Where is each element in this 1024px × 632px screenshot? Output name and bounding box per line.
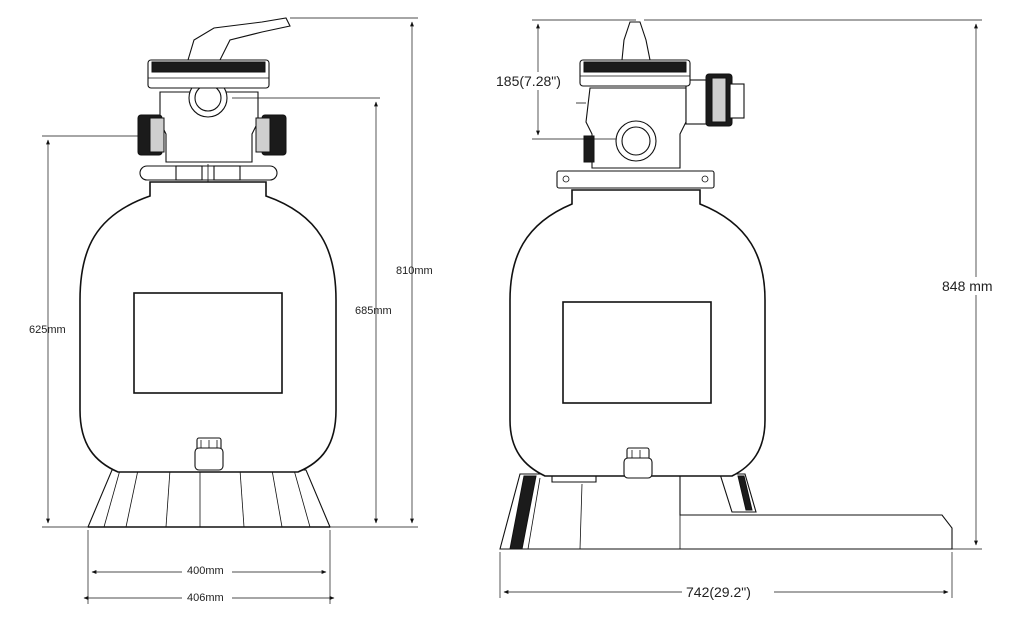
dim-front-height-total: 810mm — [396, 265, 433, 277]
side-drain — [623, 447, 653, 479]
side-view: 185(7.28") 848 mm 742(29.2") — [494, 19, 1002, 600]
dim-side-overall-length: 742(29.2") — [686, 584, 751, 600]
front-dimensions — [42, 17, 418, 604]
front-clamp — [139, 164, 278, 182]
side-base — [499, 473, 953, 550]
front-base — [87, 469, 331, 528]
front-label-panel — [133, 292, 283, 394]
side-label-panel — [562, 301, 712, 404]
dim-front-base-width: 400mm — [187, 565, 224, 577]
side-valve — [576, 21, 745, 169]
front-view: 810mm 685mm 625mm 400mm 406mm — [29, 17, 433, 604]
side-dimensions — [494, 19, 1002, 600]
dim-side-height-total: 848 mm — [942, 278, 993, 294]
dim-front-overall-width: 406mm — [187, 592, 224, 604]
side-clamp — [556, 170, 715, 189]
dim-front-height-outlet: 685mm — [355, 305, 392, 317]
dim-side-valve-height: 185(7.28") — [496, 73, 561, 89]
dim-front-height-side: 625mm — [29, 324, 66, 336]
front-valve — [137, 17, 291, 163]
front-drain — [194, 437, 224, 471]
